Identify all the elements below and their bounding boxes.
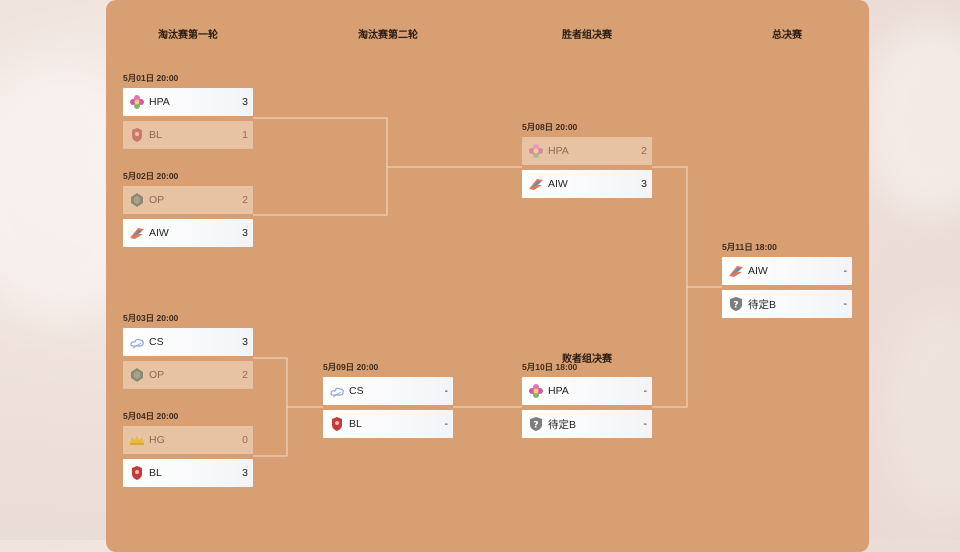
team-score: 3 (242, 336, 248, 348)
team-name: OP (149, 194, 165, 206)
match-time: 5月02日 20:00 (123, 171, 179, 181)
match-time: 5月04日 20:00 (123, 411, 179, 421)
match-team-row[interactable]: AIW 3 (123, 219, 253, 247)
team-name: OP (149, 369, 165, 381)
wing-logo-icon (129, 225, 145, 241)
stone-logo-icon (129, 192, 145, 208)
team-score: 2 (242, 194, 248, 206)
team-name: 待定B (748, 298, 777, 311)
round-title-winners-final: 胜者组决赛 (562, 30, 612, 41)
shield-logo-icon (129, 127, 145, 143)
team-name: BL (149, 129, 162, 141)
match-time: 5月08日 20:00 (522, 122, 578, 132)
team-score: 2 (242, 369, 248, 381)
shield-logo-icon (129, 465, 145, 481)
match-team-row[interactable]: AIW - (722, 257, 852, 285)
match-time: 5月01日 20:00 (123, 73, 179, 83)
match-team-row[interactable]: HPA 2 (522, 137, 652, 165)
cloud-logo-icon (129, 334, 145, 350)
team-score: - (643, 418, 648, 430)
question-shield-icon: ? (528, 416, 544, 432)
flower-logo-icon (129, 94, 145, 110)
team-score: - (843, 265, 848, 277)
match-time: 5月09日 20:00 (323, 362, 379, 372)
match-team-row[interactable]: OP 2 (123, 361, 253, 389)
team-score: 3 (242, 96, 248, 108)
team-name: 待定B (548, 418, 577, 431)
match-team-row[interactable]: HPA 3 (123, 88, 253, 116)
match-team-row[interactable]: ? 待定B - (722, 290, 852, 318)
match-team-row[interactable]: BL 1 (123, 121, 253, 149)
team-name: CS (349, 385, 364, 397)
svg-text:?: ? (533, 421, 538, 431)
team-score: 3 (641, 178, 647, 190)
flower-logo-icon (528, 383, 544, 399)
match-team-row[interactable]: HPA - (522, 377, 652, 405)
team-score: - (643, 385, 648, 397)
match-team-row[interactable]: OP 2 (123, 186, 253, 214)
team-name: CS (149, 336, 164, 348)
match-team-row[interactable]: BL 3 (123, 459, 253, 487)
svg-text:?: ? (733, 301, 738, 311)
crown-logo-icon (129, 432, 145, 448)
team-score: 1 (242, 129, 248, 141)
team-name: AIW (548, 178, 568, 190)
match-time: 5月10日 18:00 (522, 362, 578, 372)
round-title-grand-final: 总决赛 (772, 30, 802, 41)
match-team-row[interactable]: AIW 3 (522, 170, 652, 198)
shield-logo-icon (329, 416, 345, 432)
round-title-losers-final: 败者组决赛 (562, 354, 612, 365)
round-title-r1: 淘汰赛第一轮 (158, 30, 218, 41)
team-score: - (444, 418, 449, 430)
team-name: AIW (748, 265, 768, 277)
wing-logo-icon (528, 176, 544, 192)
team-score: - (843, 298, 848, 310)
team-name: BL (149, 467, 162, 479)
match-time: 5月03日 20:00 (123, 313, 179, 323)
question-shield-icon: ? (728, 296, 744, 312)
match-team-row[interactable]: CS - (323, 377, 453, 405)
team-name: HPA (548, 385, 569, 397)
bracket-connectors (253, 117, 722, 457)
cloud-logo-icon (329, 383, 345, 399)
match-team-row[interactable]: HG 0 (123, 426, 253, 454)
team-name: HPA (149, 96, 170, 108)
team-score: - (444, 385, 449, 397)
stone-logo-icon (129, 367, 145, 383)
match-team-row[interactable]: ? 待定B - (522, 410, 652, 438)
team-name: BL (349, 418, 362, 430)
wing-logo-icon (728, 263, 744, 279)
team-name: AIW (149, 227, 169, 239)
team-score: 2 (641, 145, 647, 157)
match-time: 5月11日 18:00 (722, 242, 777, 252)
team-score: 3 (242, 467, 248, 479)
team-score: 0 (242, 434, 248, 446)
team-name: HPA (548, 145, 569, 157)
match-team-row[interactable]: CS 3 (123, 328, 253, 356)
team-name: HG (149, 434, 165, 446)
flower-logo-icon (528, 143, 544, 159)
team-score: 3 (242, 227, 248, 239)
round-title-r2: 淘汰赛第二轮 (358, 30, 418, 41)
match-team-row[interactable]: BL - (323, 410, 453, 438)
